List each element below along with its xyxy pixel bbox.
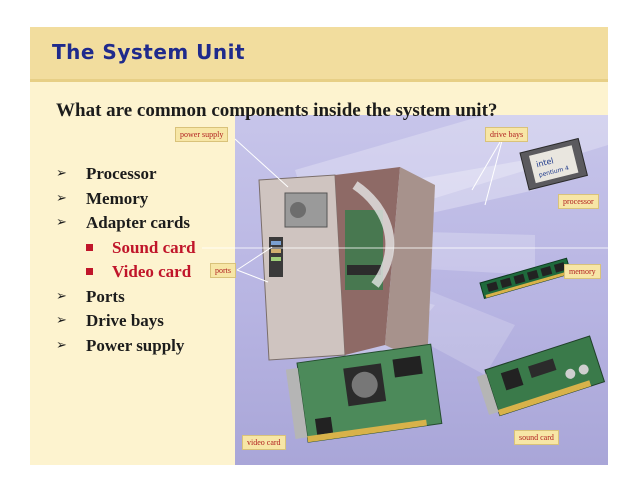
callout-power-supply: power supply (175, 127, 229, 142)
ports-leader-2 (236, 269, 269, 283)
power-supply-leader (234, 138, 289, 188)
arrow-bullet-icon: ➢ (56, 337, 67, 353)
slide: The System Unit (30, 27, 608, 465)
callout-video-card: video card (242, 435, 286, 450)
square-bullet-icon (86, 268, 93, 275)
list-item-power-supply: ➢Power supply (56, 334, 196, 359)
square-bullet-icon (86, 243, 93, 251)
ports-leader-1 (236, 246, 273, 271)
fan-icon (290, 202, 306, 218)
arrow-bullet-icon: ➢ (56, 166, 67, 181)
arrow-bullet-icon: ➢ (56, 288, 67, 304)
list-item-sound-card: Sound card (56, 236, 196, 261)
case-side-panel (385, 167, 435, 365)
processor-chip: intel pentium 4 (519, 137, 589, 191)
arrow-bullet-icon: ➢ (56, 215, 67, 230)
video-card-board (285, 343, 443, 443)
svg-text:intel: intel (535, 156, 554, 169)
callout-ports: ports (210, 263, 236, 278)
component-list: ➢Processor ➢Memory ➢Adapter cards Sound … (56, 162, 196, 358)
system-unit-illustration: intel pentium 4 (258, 115, 608, 443)
callout-drive-bays: drive bays (485, 127, 529, 142)
callout-processor: processor (558, 194, 599, 209)
callout-leaders (202, 136, 608, 283)
sound-card-board (476, 335, 606, 417)
title-bar: The System Unit (30, 27, 608, 79)
list-item-drive-bays: ➢Drive bays (56, 309, 196, 334)
drive-bays-leader-1 (471, 136, 504, 191)
title-divider (30, 79, 608, 82)
list-item-ports: ➢Ports (56, 285, 196, 310)
arrow-bullet-icon: ➢ (56, 313, 67, 328)
slide-question: What are common components inside the sy… (56, 100, 498, 121)
arrow-bullet-icon: ➢ (56, 190, 67, 206)
callout-memory: memory (564, 264, 601, 279)
memory-module (479, 257, 572, 299)
drive-cable (352, 181, 395, 288)
list-item-processor: ➢Processor (56, 162, 196, 187)
slide-title: The System Unit (52, 40, 246, 64)
list-item-adapter-cards: ➢Adapter cards (56, 211, 196, 236)
drive-bays-leader-2 (484, 136, 504, 206)
system-unit-photo: intel pentium 4 (235, 115, 608, 465)
list-item-memory: ➢Memory (56, 187, 196, 212)
callout-sound-card: sound card (514, 430, 559, 445)
list-item-video-card: Video card (56, 260, 196, 285)
